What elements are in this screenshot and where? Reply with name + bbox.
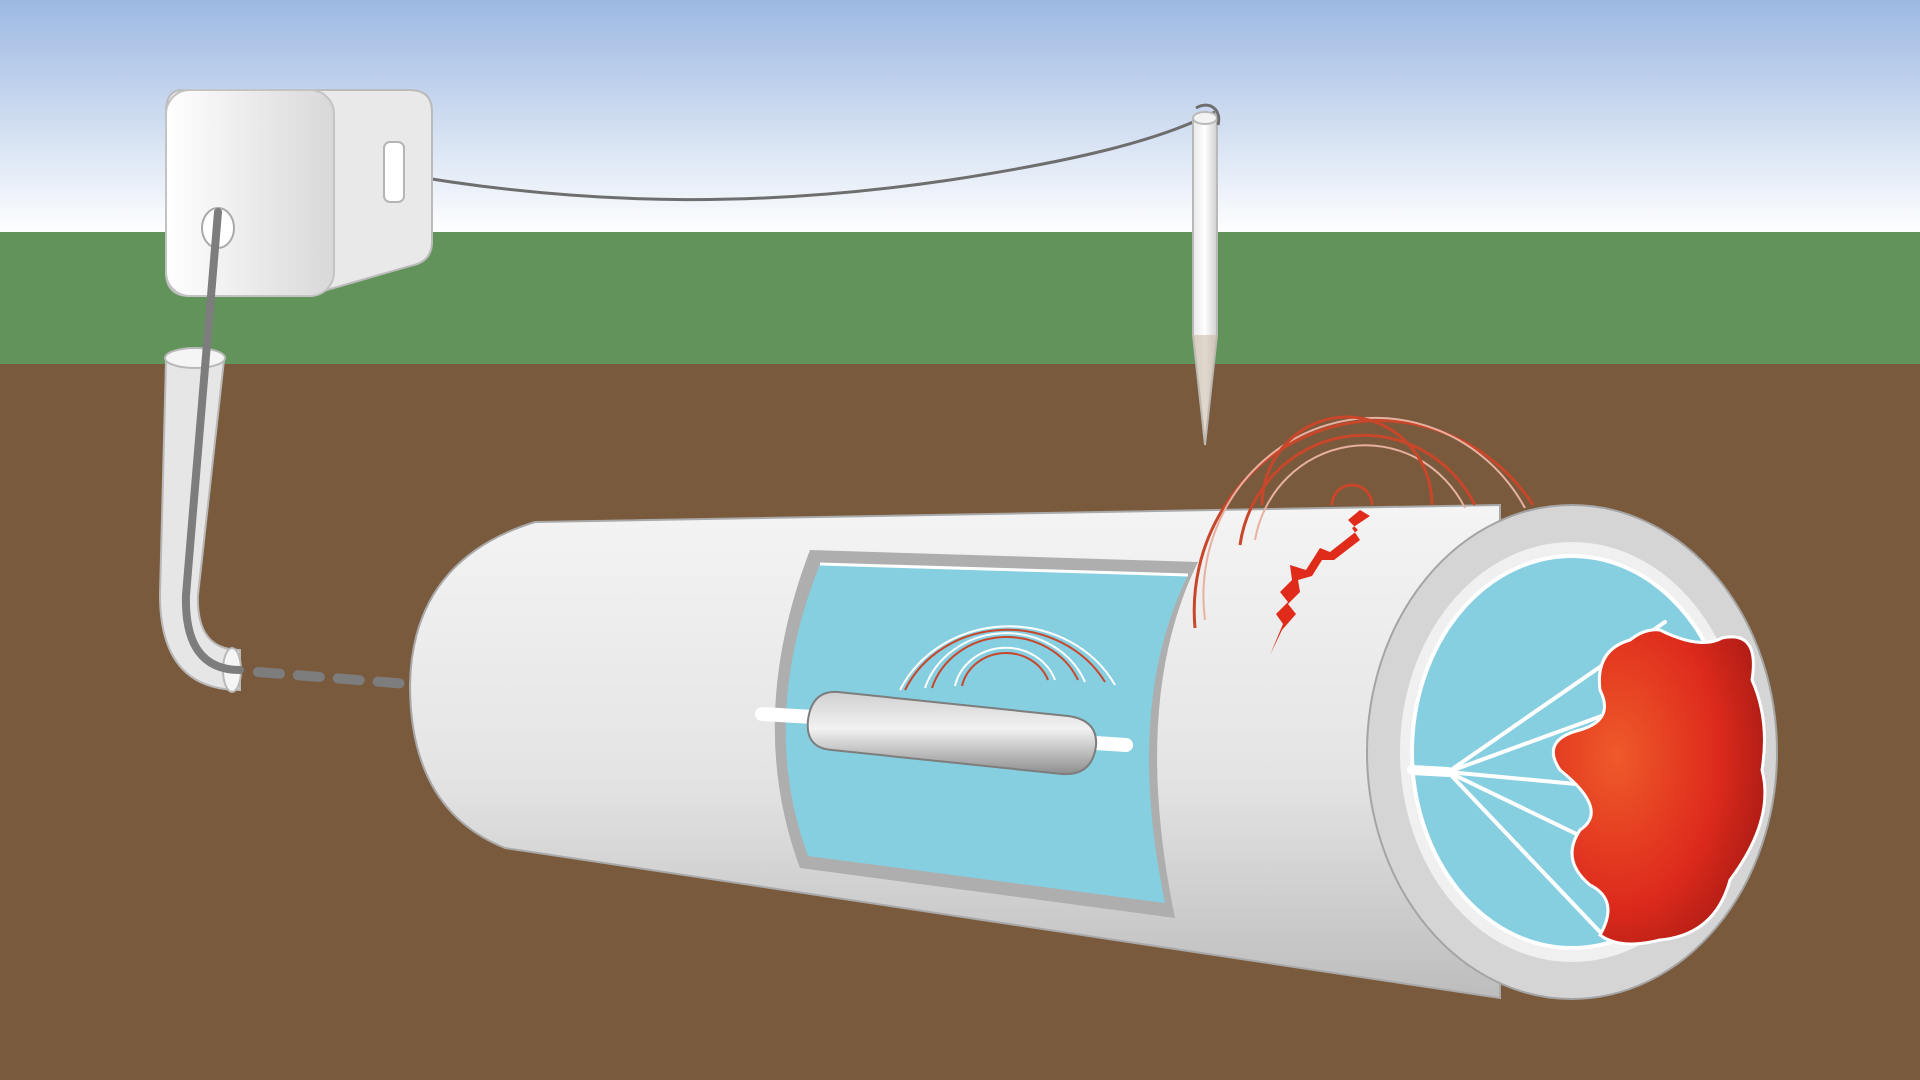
acoustic-wave-icon: [1192, 415, 1535, 629]
cable-conduit: [158, 347, 242, 693]
signal-cable: [181, 208, 244, 674]
inspection-probe-icon: [755, 690, 1133, 776]
crack-icon: [1270, 510, 1370, 655]
probe-sound-waves: [899, 625, 1116, 691]
marker-post-icon: [1192, 103, 1221, 446]
aerial-cable: [389, 110, 1216, 202]
control-unit-icon: [165, 89, 433, 297]
leak-icon: [1551, 628, 1767, 946]
